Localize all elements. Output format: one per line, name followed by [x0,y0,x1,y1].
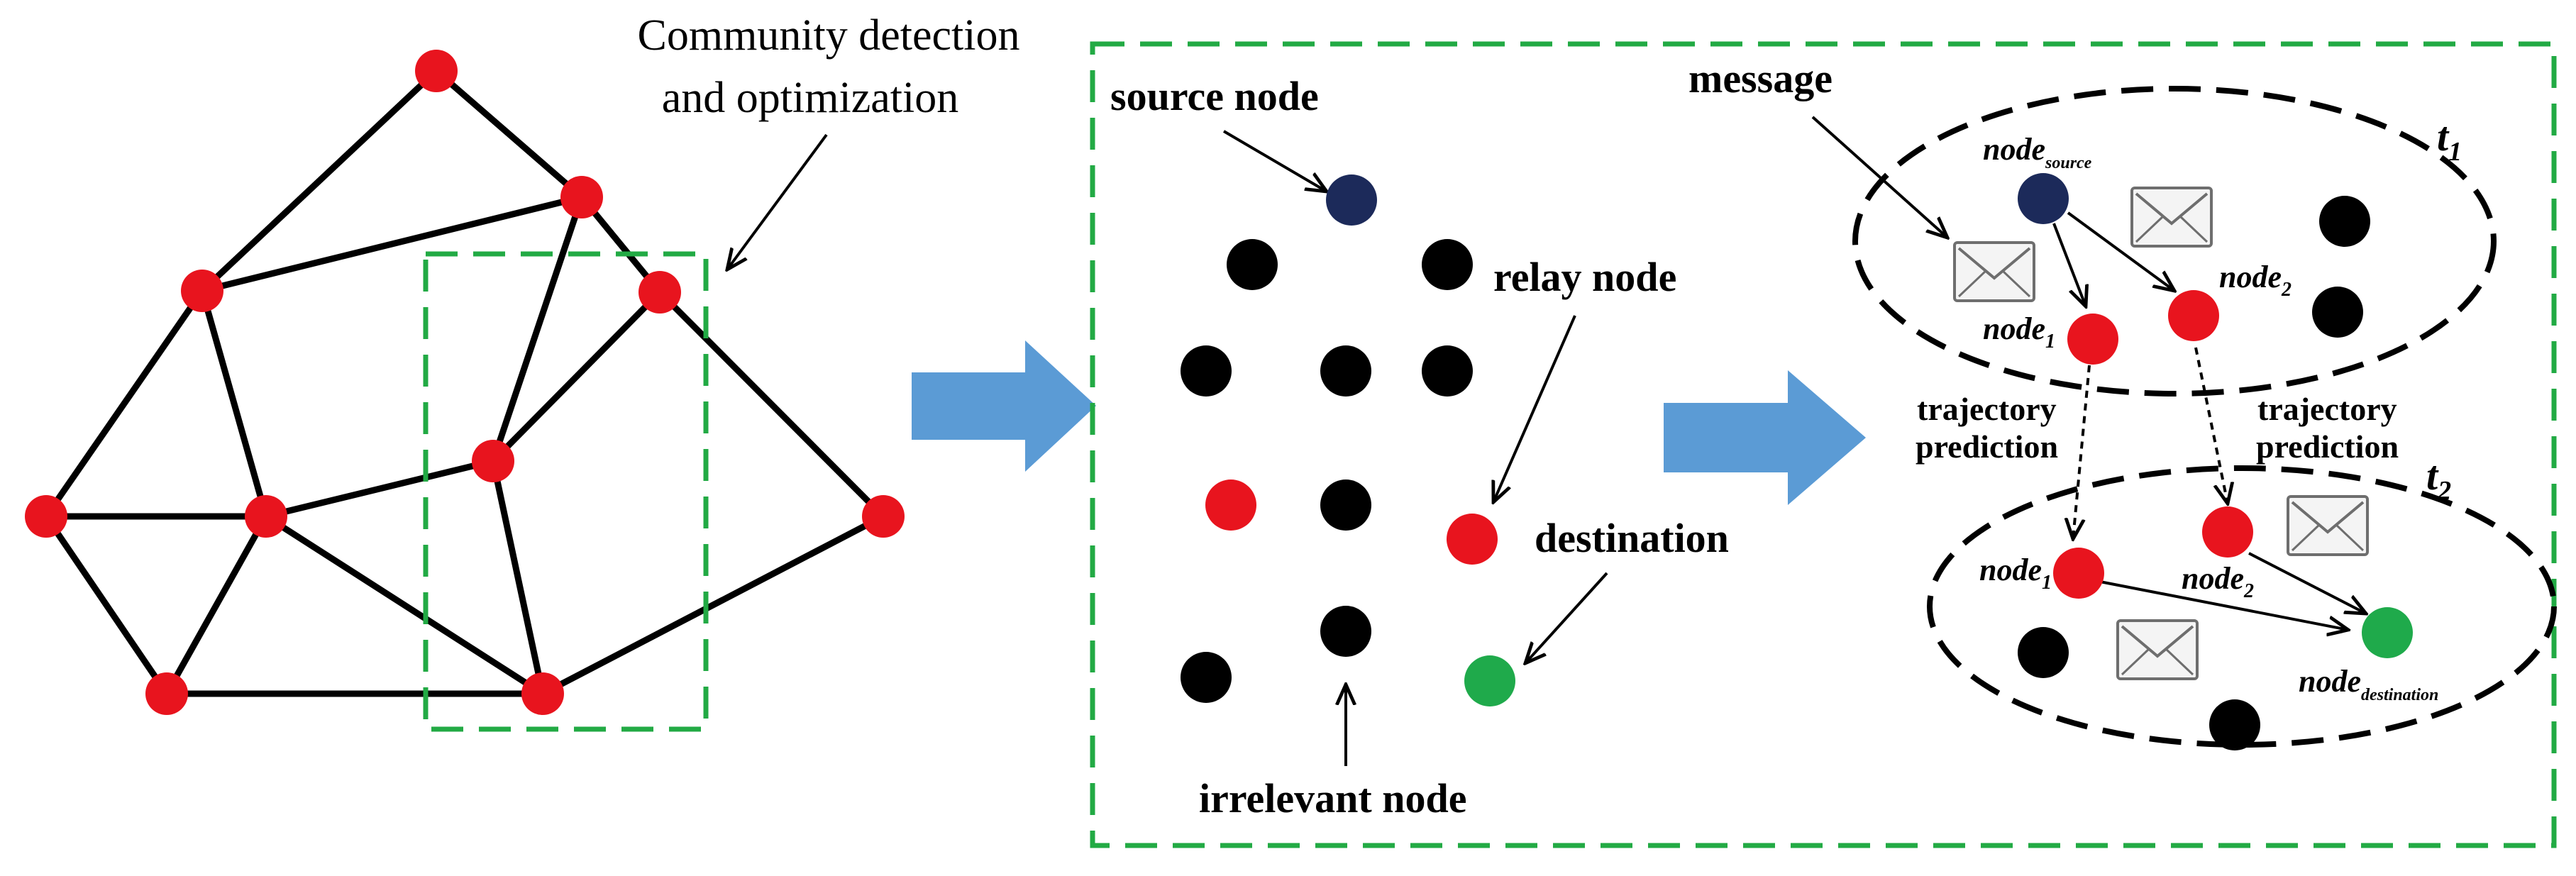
node1-to-destination-arrow [2099,580,2348,630]
community-graph: Community detection and optimization [25,11,1020,732]
trajectory-prediction-right-line2: prediction [2256,428,2399,465]
time-window-t2 [1927,465,2557,748]
irrelevant-node-dot [1422,239,1473,290]
graph-nodes [25,50,905,715]
node-destination-dot [2362,607,2413,658]
message-arrow [1811,116,1947,238]
message-envelope-icon [2287,495,2369,556]
irrelevant-node-dot [2018,627,2069,678]
node-legend: source node relay node destination irrel… [1110,73,1729,821]
graph-node [415,50,458,92]
irrelevant-node-dot [2312,287,2363,338]
relay-node-arrow [1493,315,1576,502]
t1-label: t1 [2437,113,2462,167]
source-node-label: source node [1110,73,1319,119]
relay-node-dot [1205,479,1256,531]
irrelevant-node-dot [1181,652,1232,703]
source-to-node2-arrow [2067,211,2174,291]
irrelevant-node-dot [1181,345,1232,397]
irrelevant-node-label: irrelevant node [1199,775,1466,821]
middle-dashed-frame [1090,41,2557,848]
node-source-dot [2018,173,2069,224]
graph-node [639,271,681,314]
graph-node [25,495,67,538]
node-destination-label: nodedestination [2299,664,2438,704]
node1-label-t1: node1 [1983,311,2055,353]
graph-node [521,672,564,715]
irrelevant-node-dot [1227,239,1278,290]
t2-label: t2 [2426,453,2451,506]
node2-to-destination-arrow [2248,552,2366,614]
source-node-arrow [1222,130,1327,192]
node2-label-t1: node2 [2219,260,2292,301]
node2-dot-t1 [2168,290,2219,341]
destination-node-dot [1464,655,1515,706]
node1-dot-t2 [2053,548,2104,599]
irrelevant-node-dot [1422,345,1473,397]
routing-timeline: t1 t2 message nodesource node1 node2 nod… [1688,55,2557,750]
node1-dot-t1 [2067,314,2118,365]
node2-trajectory-arrow [2194,347,2228,504]
trajectory-prediction-right-line1: trajectory [2257,391,2397,427]
graph-edges [43,67,887,697]
source-node-dot [1326,174,1377,226]
message-label: message [1688,55,1833,101]
message-envelope-icon [1953,241,2035,302]
trajectory-prediction-left-line1: trajectory [1917,391,2057,427]
node1-label-t2: node1 [1979,553,2052,594]
big-arrow-1 [912,340,1096,472]
irrelevant-node-dot [1320,479,1371,531]
node-source-label: nodesource [1983,132,2092,172]
node2-label-t2: node2 [2182,561,2254,602]
node2-dot-t2 [2202,506,2253,558]
community-label-line1: Community detection [638,11,1020,60]
source-to-node1-arrow [2052,223,2086,306]
destination-arrow [1525,572,1608,663]
big-arrow-2 [1664,370,1866,505]
destination-label: destination [1535,515,1729,561]
routing-arrows [2052,211,2366,630]
community-label-line2: and optimization [662,74,958,122]
graph-node [472,440,514,482]
graph-node [245,495,287,538]
graph-node [145,672,188,715]
irrelevant-node-dot [1320,606,1371,657]
graph-node [560,176,603,218]
irrelevant-node-dot [1320,345,1371,397]
time-window-t1 [1852,86,2497,397]
node1-trajectory-arrow [2073,365,2091,539]
graph-node [862,495,905,538]
message-envelope-icon [2116,619,2199,680]
irrelevant-node-dot [2319,196,2370,247]
message-envelope-icon [2130,187,2213,248]
relay-node-dot [1447,514,1498,565]
graph-node [181,270,223,312]
community-dashed-box [423,251,709,732]
trajectory-prediction-left-line2: prediction [1916,428,2058,465]
community-pointer-arrow [727,133,828,270]
relay-node-label: relay node [1493,254,1676,300]
irrelevant-node-dot [2209,699,2260,750]
